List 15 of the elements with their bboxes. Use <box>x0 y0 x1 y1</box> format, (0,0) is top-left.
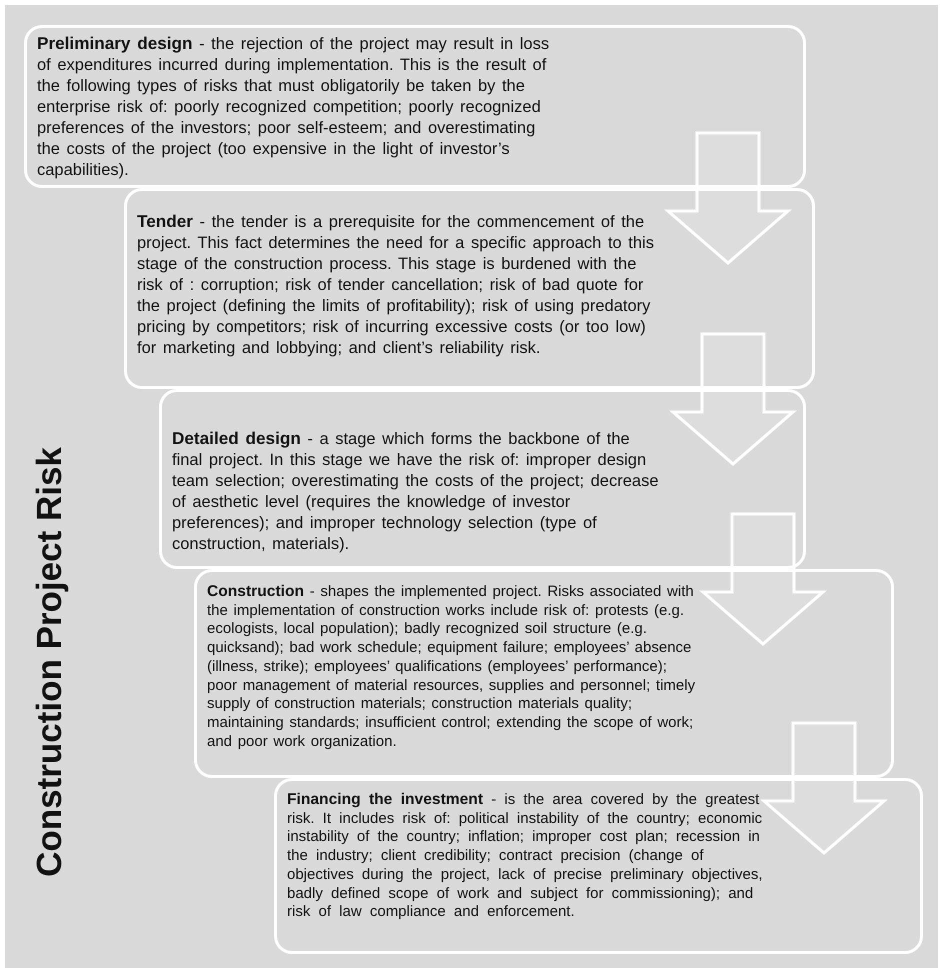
stage-description: Financing the investment - is the area covered by the greatest risk. It includes risk of: political instability of the country; economic instability of the country; inflation; improper cost plan; recession in the industry; client credibility; contract precision (change of objectives during the project, lack of precise preliminary objectives, badly defined scope of work and subject for commissioning); and risk of law compliance and enforcement. <box>287 791 764 922</box>
stage-box <box>124 188 815 389</box>
block-arrow <box>760 722 888 855</box>
block-arrow <box>668 332 798 466</box>
stage-description: Tender - the tender is a prerequisite for the commencement of the project. This fact determines the need for a specific approach to this stage of the construction process. This stage is burdened with the risk of : corruption; risk of tender cancellation; risk of bad quote for the project (defining the limits of profitability); risk of using predatory pricing by competitors; risk of incurring excessive costs (or too low) for marketing and lobbying; and client’s reliability risk. <box>137 211 655 359</box>
diagram-title: Construction Project Risk <box>30 447 70 877</box>
stage-description: Detailed design - a stage which forms the backbone of the final project. In this stage we have the risk of: improper design team selection; overestimating the costs of the project; decrease of aesthetic level (requires the knowledge of investor preferences); and improper technology selection (type of construction, materials). <box>172 428 660 555</box>
stage-box <box>24 25 806 188</box>
stage-description: Preliminary design - the rejection of the project may result in loss of expenditures incurred during implementation. This is the result of the following types of risks that must obligatorily be taken by the enterprise risk of: poorly recognized competition; poorly recognized preferences of the investors; poor self-esteem; and overestimating the costs of the project (too expensive in the light of investor’s capabilities). <box>37 33 550 181</box>
block-arrow <box>698 512 828 646</box>
stage-box <box>194 569 894 778</box>
stage-description: Construction - shapes the implemented project. Risks associated with the implementation of construction works include risk of: protests (e.g. ecologists, local population); badly recognized soil structure (e.g. quicksand); bad work schedule; equipment failure; employees’ absence (illness, strike); employees’ qualifications (employees’ performance); poor management of material resources, supplies and personnel; timely supply of construction materials; construction materials quality; maintaining standards; insufficient control; extending the scope of work; and poor work organization. <box>207 583 696 752</box>
block-arrow <box>664 132 792 265</box>
stage-box <box>159 389 806 569</box>
stage-box <box>274 778 923 954</box>
